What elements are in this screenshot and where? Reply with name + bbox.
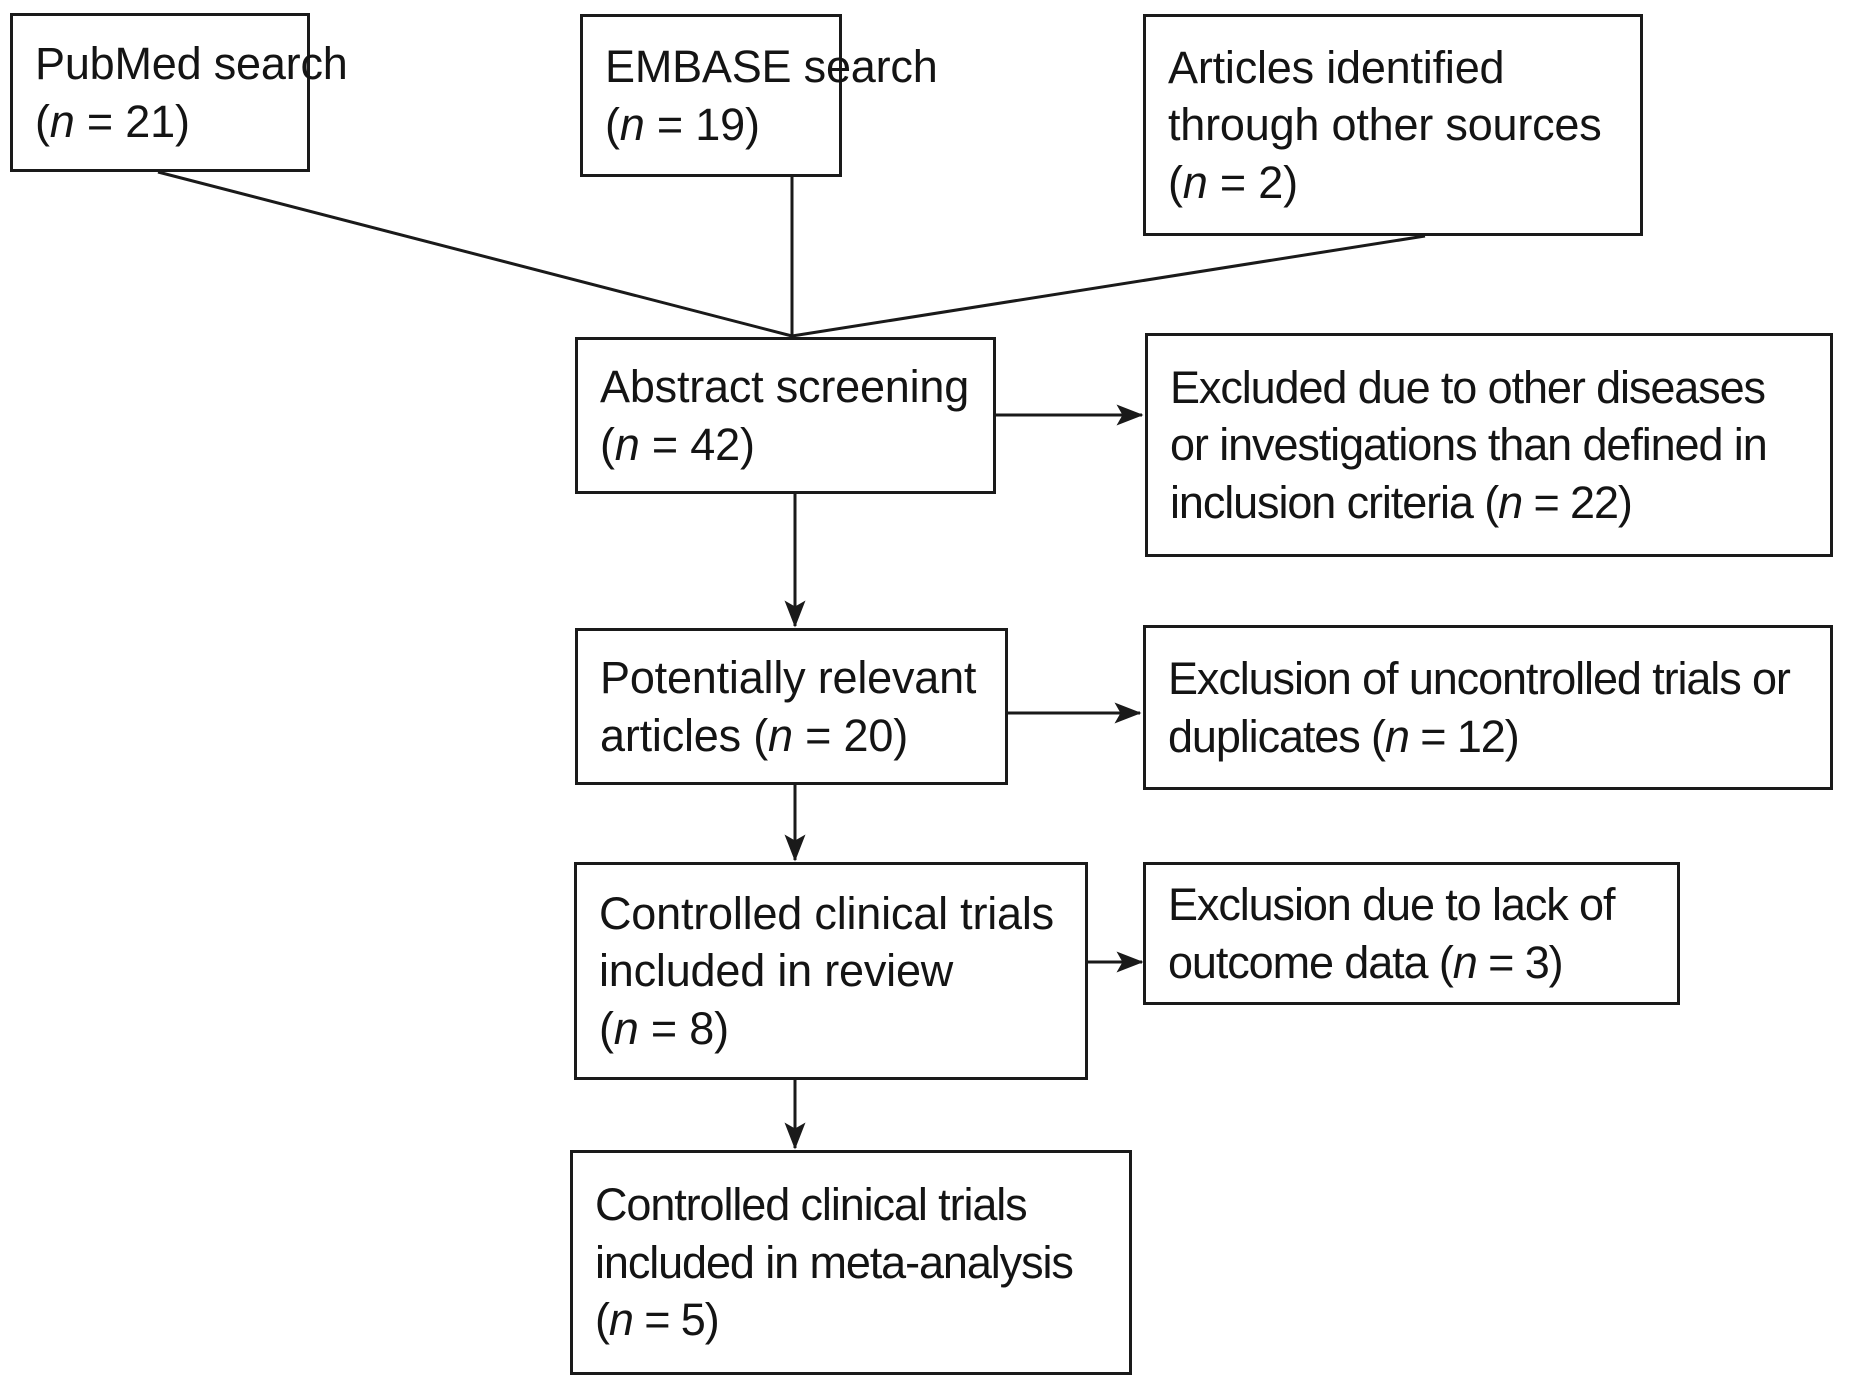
node-text-line: (n = 21) <box>35 95 190 147</box>
node-text-line: PubMed search <box>35 37 348 89</box>
node-text-line: Potentially relevant <box>600 651 977 703</box>
pubmed-search-box: PubMed search (n = 21) <box>10 13 348 172</box>
potentially-relevant-articles-box: Potentially relevant articles (n = 20) <box>575 628 1008 785</box>
node-text-line: through other sources <box>1168 99 1602 151</box>
node-text-line: Abstract screening <box>600 360 970 412</box>
edge-pubmed-to-abstract-screening <box>157 170 793 338</box>
node-text-line: articles (n = 20) <box>600 709 908 761</box>
node-text-line: Excluded due to other diseases <box>1170 361 1766 413</box>
abstract-screening-box: Abstract screening (n = 42) <box>575 337 996 494</box>
node-text-line: Controlled clinical trials <box>595 1179 1028 1231</box>
node-text-line: Exclusion of uncontrolled trials or <box>1168 652 1791 704</box>
excluded-other-diseases-box: Excluded due to other diseases or investi… <box>1145 333 1833 557</box>
other-sources-box: Articles identified through other sources… <box>1143 14 1643 236</box>
node-text-line: outcome data (n = 3) <box>1168 936 1564 988</box>
node-text-line: (n = 42) <box>600 418 755 470</box>
node-text-line: (n = 19) <box>605 98 760 150</box>
excluded-lack-outcome-data-box: Exclusion due to lack of outcome data (n … <box>1143 862 1680 1005</box>
embase-search-box: EMBASE search (n = 19) <box>580 14 938 177</box>
excluded-uncontrolled-trials-box: Exclusion of uncontrolled trials or dupli… <box>1143 625 1833 790</box>
node-text-line: EMBASE search <box>605 40 938 92</box>
node-text-line: Exclusion due to lack of <box>1168 878 1615 930</box>
node-text-line: (n = 8) <box>599 1002 729 1054</box>
controlled-trials-in-review-box: Controlled clinical trials included in re… <box>574 862 1088 1080</box>
node-text-line: included in meta-analysis <box>595 1236 1074 1288</box>
node-text-line: or investigations than defined in <box>1170 419 1768 471</box>
node-text-line: duplicates (n = 12) <box>1168 710 1520 762</box>
node-text-line: Controlled clinical trials <box>599 887 1054 939</box>
node-text-line: Articles identified <box>1168 41 1505 93</box>
node-text-line: (n = 2) <box>1168 156 1298 208</box>
node-text-line: (n = 5) <box>595 1294 720 1346</box>
edge-other-sources-to-abstract-screening <box>791 234 1426 338</box>
node-text-line: included in review <box>599 945 954 997</box>
node-text-line: inclusion criteria (n = 22) <box>1170 476 1633 528</box>
